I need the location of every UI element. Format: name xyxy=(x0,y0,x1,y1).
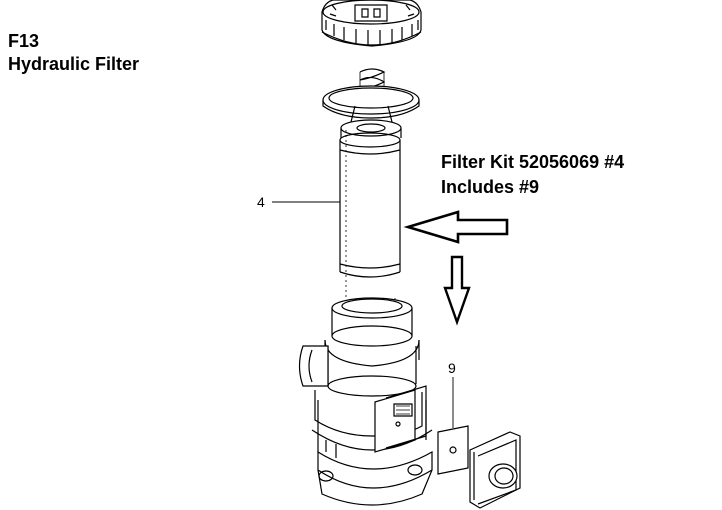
filter-cap xyxy=(322,0,421,46)
kit-note: Filter Kit 52056069 #4 Includes #9 xyxy=(441,150,624,200)
filter-element xyxy=(340,130,400,300)
figure-code: F13 xyxy=(8,31,40,51)
page-title: F13 Hydraulic Filter xyxy=(8,30,139,76)
side-port xyxy=(300,346,329,386)
callout-4: 4 xyxy=(257,194,265,210)
down-arrow-icon xyxy=(445,257,469,322)
gasket xyxy=(438,377,468,474)
top-plate xyxy=(323,86,419,138)
kit-note-line1: Filter Kit 52056069 #4 xyxy=(441,152,625,172)
callout-9: 9 xyxy=(448,360,456,376)
housing-bracket xyxy=(375,386,426,452)
kit-note-line2: Includes #9 xyxy=(441,177,540,197)
figure-title: Hydraulic Filter xyxy=(8,54,140,74)
cover-plate xyxy=(470,432,520,508)
left-arrow-icon xyxy=(408,212,507,242)
